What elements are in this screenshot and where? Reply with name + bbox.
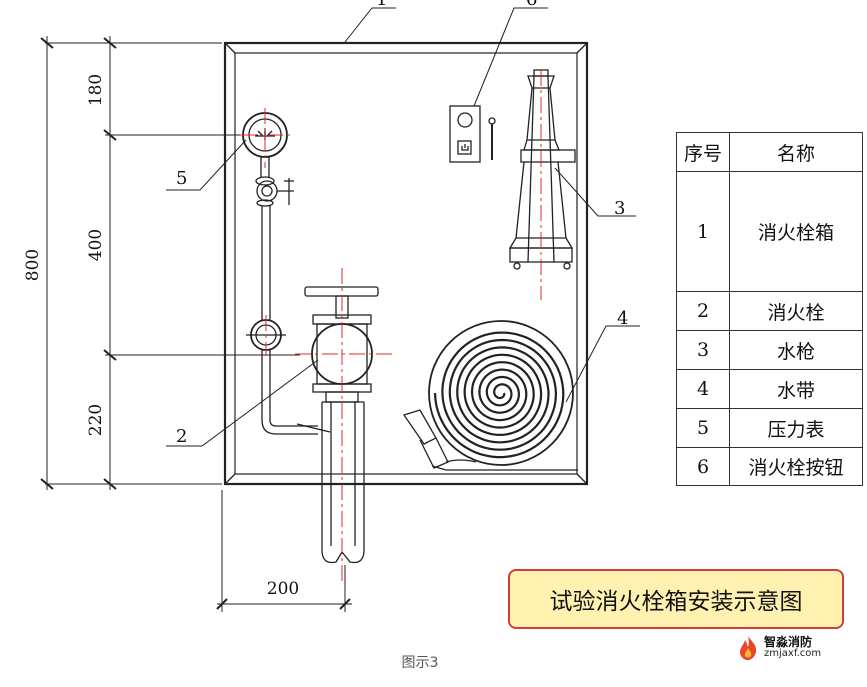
legend-row-name: 消火栓箱 xyxy=(729,171,863,292)
callout-numbers: 1 6 3 4 5 2 xyxy=(176,0,628,447)
callout-1: 1 xyxy=(376,0,387,10)
legend-row-name: 压力表 xyxy=(729,408,863,448)
logo-domain-text: zmjaxf.com xyxy=(764,648,822,659)
fire-hose-reel xyxy=(402,320,578,471)
legend-row-number: 5 xyxy=(676,408,730,448)
dim-bottom-width: 200 xyxy=(267,579,299,599)
legend-header-name: 名称 xyxy=(729,132,863,172)
legend-row-number: 2 xyxy=(676,291,730,331)
legend-row-number: 1 xyxy=(676,171,730,292)
legend-row-name: 水带 xyxy=(729,369,863,409)
dim-bottom-segment: 220 xyxy=(86,404,106,436)
caption-text: 试验消火栓箱安装示意图 xyxy=(549,589,803,615)
callout-6: 6 xyxy=(526,0,537,10)
dimension-lines xyxy=(40,36,352,612)
diagram-caption: 试验消火栓箱安装示意图 xyxy=(508,569,844,629)
hydrant-button xyxy=(449,105,496,163)
legend-table: 序号 名称 1 消火栓箱 2 消火栓 3 水枪 4 水带 5 压力表 6 消火栓… xyxy=(676,132,863,486)
dimension-labels: 800 180 400 220 200 xyxy=(23,74,299,599)
callout-2: 2 xyxy=(176,426,187,447)
legend-header-number: 序号 xyxy=(676,132,730,172)
dim-total-height: 800 xyxy=(23,249,43,281)
legend-row-number: 4 xyxy=(676,369,730,409)
dim-top-segment: 180 xyxy=(86,74,106,106)
water-nozzle xyxy=(508,69,576,270)
callout-4: 4 xyxy=(617,308,628,329)
hydrant-cabinet xyxy=(223,41,589,486)
legend-row-name: 消火栓按钮 xyxy=(729,447,863,486)
callout-3: 3 xyxy=(614,198,625,219)
legend-row-name: 消火栓 xyxy=(729,291,863,331)
legend-row-name: 水枪 xyxy=(729,330,863,370)
figure-note: 图示3 xyxy=(401,655,439,671)
brand-logo: 智淼消防 zmjaxf.com xyxy=(736,633,821,663)
legend-row-number: 3 xyxy=(676,330,730,370)
legend-row-number: 6 xyxy=(676,447,730,486)
flame-logo-icon xyxy=(740,636,757,660)
pressure-gauge xyxy=(242,112,331,435)
centerlines xyxy=(240,70,542,582)
callout-leaders xyxy=(166,7,640,447)
dim-middle-segment: 400 xyxy=(86,229,106,261)
logo-brand-text: 智淼消防 xyxy=(764,635,813,649)
callout-5: 5 xyxy=(176,168,187,189)
